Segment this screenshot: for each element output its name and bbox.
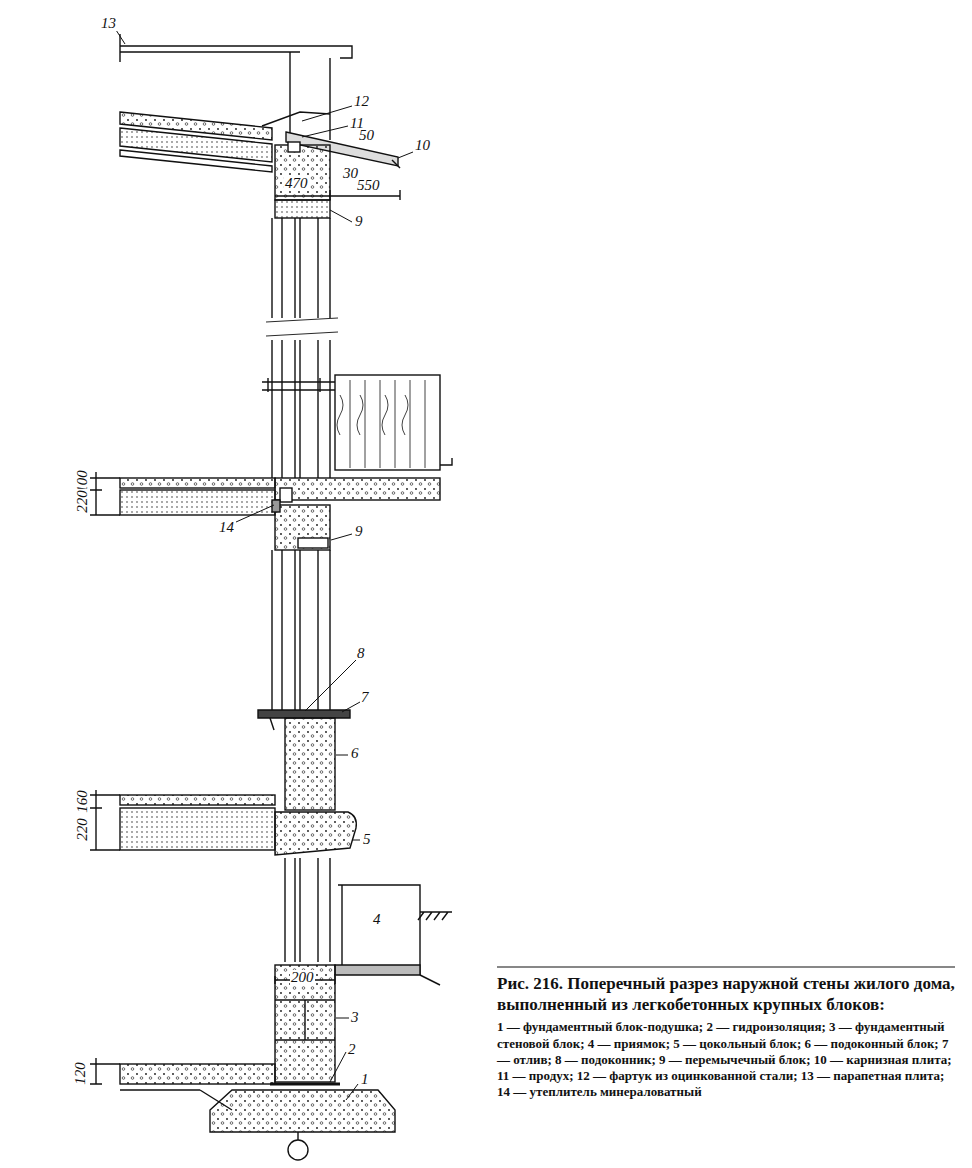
dimension-text: 220 [75,817,90,842]
dimension-text: 220 [75,489,90,514]
dimension-text: 160 [75,789,90,814]
callout-number: 7 [360,690,370,705]
callout-number: 5 [362,832,372,847]
dimension-text: 50 [358,128,375,143]
callout-number: 14 [218,520,235,535]
callout-number: 6 [350,746,360,761]
callout-number: 9 [354,214,364,229]
callout-number: 3 [350,1010,360,1025]
figure-caption: Рис. 216. Поперечный разрез наружной сте… [497,974,955,1015]
callout-number: 9 [354,524,364,539]
callout-number: 8 [356,646,366,661]
legend-key-text: 1 — фундаментный блок-подушка; 2 — гидро… [497,1019,955,1100]
dimension-text: 470 [284,176,309,191]
callout-number: 4 [372,912,382,927]
dimension-text: 12 [353,94,370,109]
callout-number: 13 [100,16,117,31]
dimension-text: 10 [414,138,431,153]
dimension-text: 200 [290,970,315,985]
callout-number: 1 [360,1072,370,1087]
callout-number: 2 [347,1042,357,1057]
dimension-text: 120 [73,1061,88,1086]
dimension-text: 550 [356,178,381,193]
